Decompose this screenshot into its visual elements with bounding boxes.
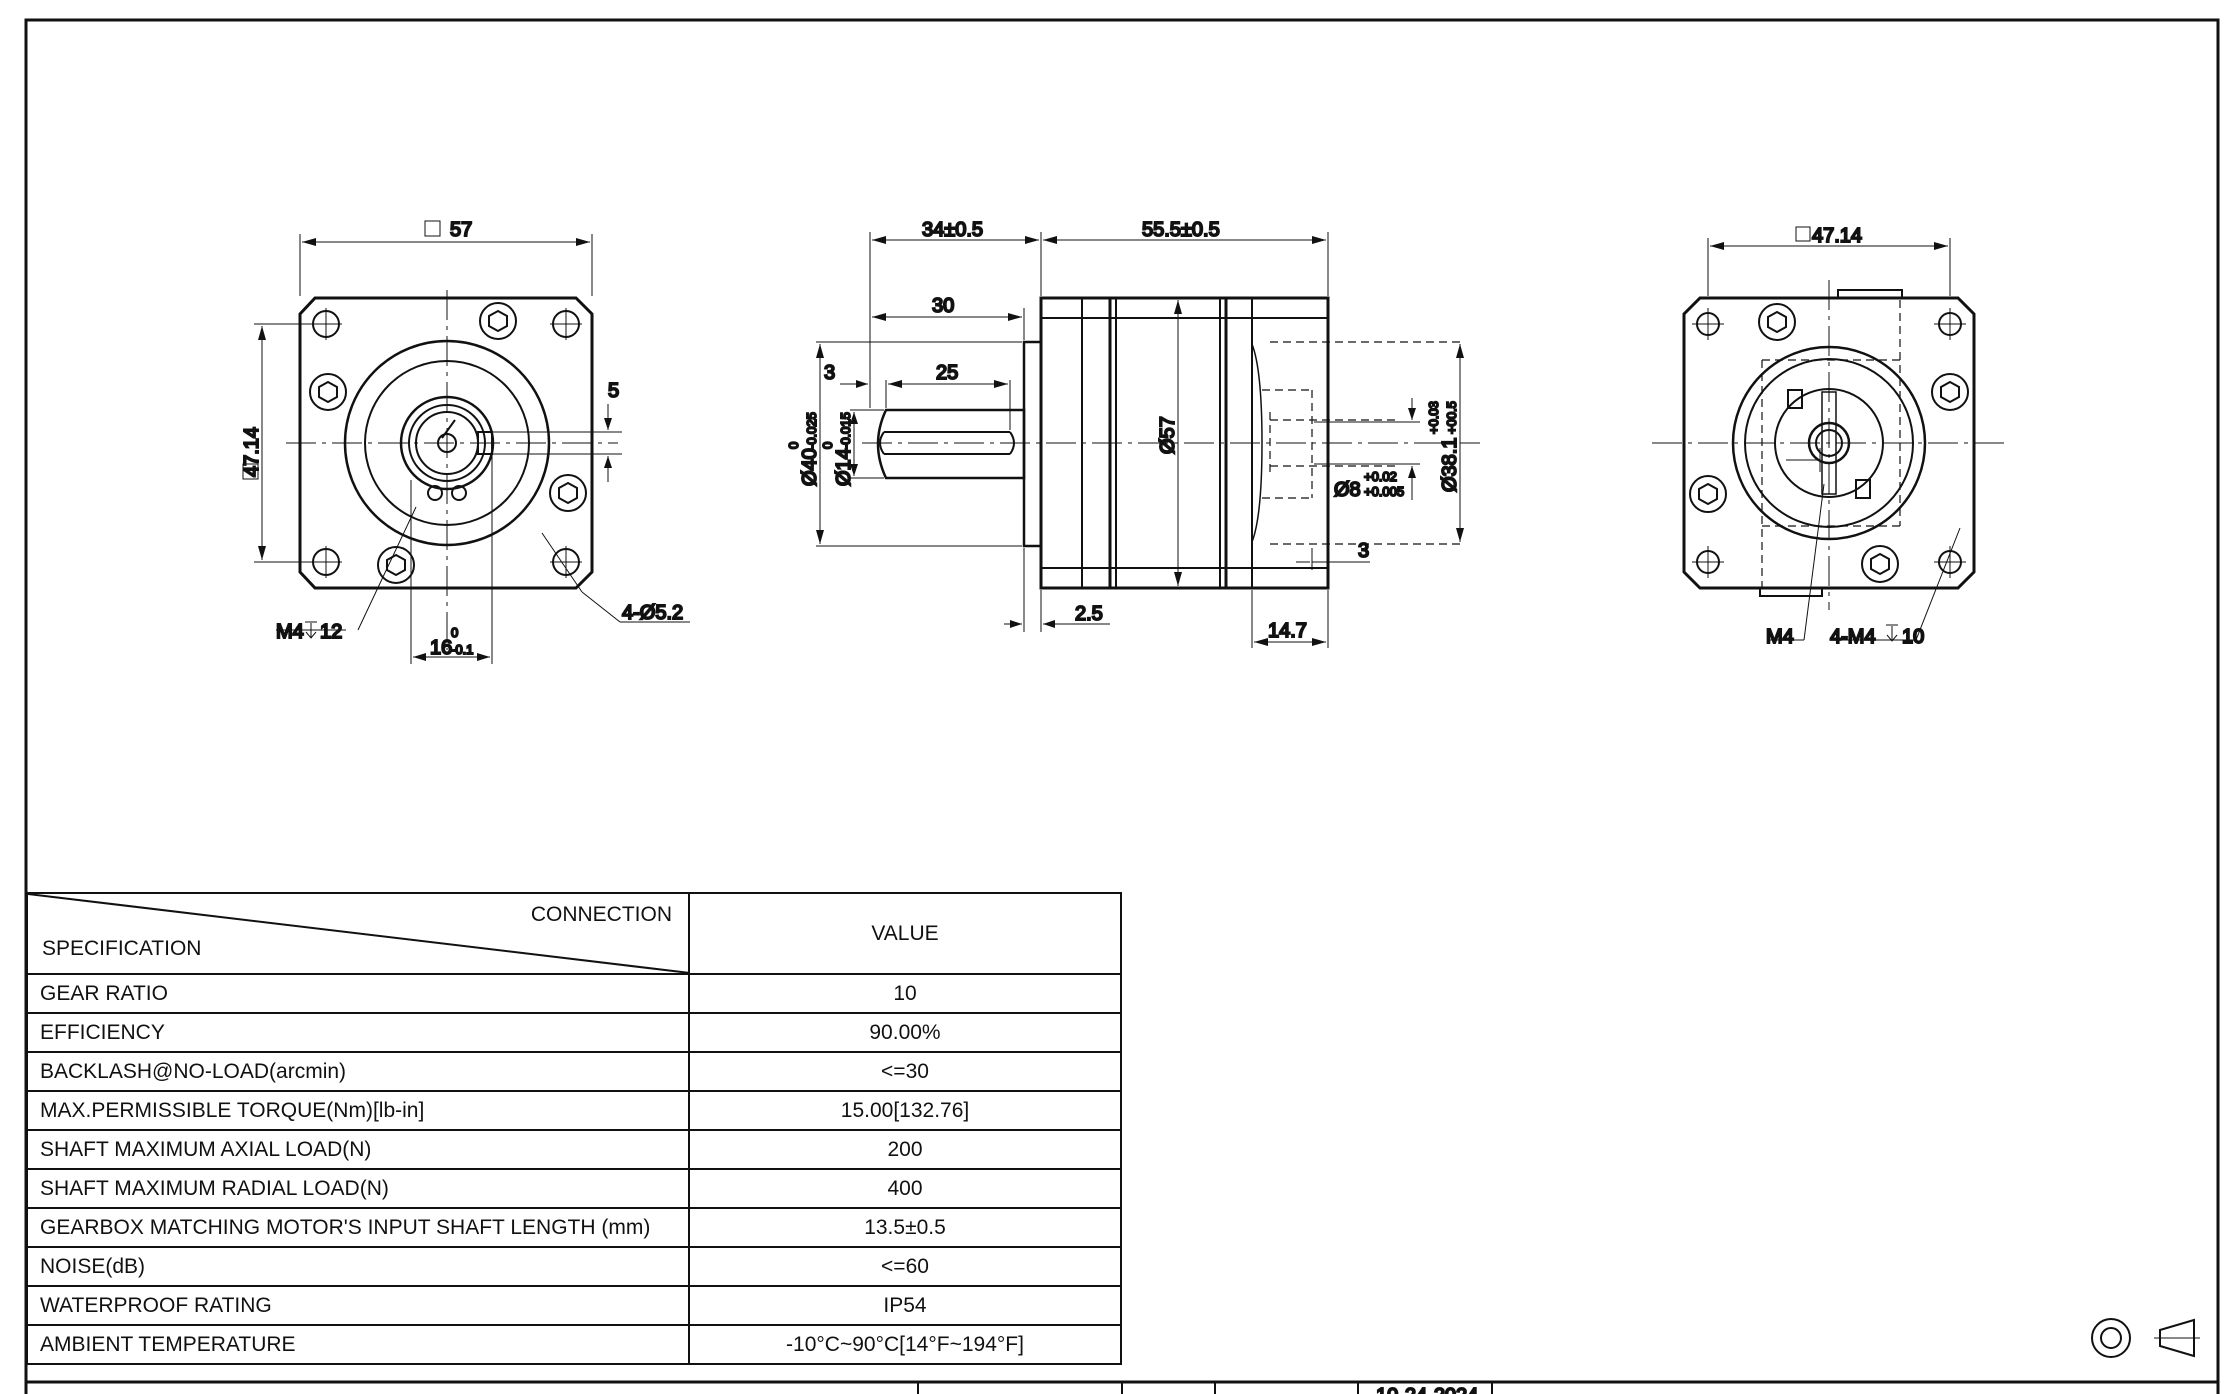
spec-label: SHAFT MAXIMUM AXIAL LOAD(N) [26, 1129, 690, 1170]
spec-value: 90.00% [688, 1012, 1122, 1053]
front-callout-holes: 4-Ø5.2 [622, 602, 683, 624]
header-diagonal [28, 894, 690, 973]
front-view: 57 47.14 5 16 0 -0.1 M4 12 4-Ø5.2 [240, 218, 690, 664]
side-len-left: 34±0.5 [922, 219, 983, 241]
spec-label: AMBIENT TEMPERATURE [26, 1324, 690, 1365]
side-shaft-len: 30 [932, 295, 954, 317]
rear-callout-depth: 10 [1902, 626, 1924, 648]
spec-table: CONNECTION SPECIFICATION VALUE GEAR RATI… [26, 892, 1122, 1365]
spec-value: -10°C~90°C[14°F~194°F] [688, 1324, 1122, 1365]
side-shaft-dia: Ø14 [833, 448, 855, 486]
side-pilot-tol-lower: -0.025 [804, 412, 819, 449]
table-row: AMBIENT TEMPERATURE-10°C~90°C[14°F~194°F… [26, 1324, 1122, 1365]
header-connection: CONNECTION [530, 903, 672, 926]
side-flange-thk: 2.5 [1075, 603, 1103, 625]
spec-header-cell: CONNECTION SPECIFICATION [26, 892, 690, 975]
spec-label: BACKLASH@NO-LOAD(arcmin) [26, 1051, 690, 1092]
front-dim-right: 5 [608, 380, 619, 402]
rear-view: 47.14 M4 4-M4 10 [1652, 224, 2008, 649]
front-square-top: 57 [450, 219, 472, 241]
side-motor-pilot-tol-lower: +00.5 [1444, 401, 1459, 434]
spec-value: <=60 [688, 1246, 1122, 1287]
side-bore-tol-lower: +0.005 [1364, 484, 1404, 499]
table-row: NOISE(dB)<=60 [26, 1246, 1122, 1287]
rear-callout-holes: 4-M4 [1830, 626, 1876, 648]
side-bore-depth: 3 [1358, 540, 1369, 562]
side-key-offset: 3 [824, 362, 835, 384]
side-bore-dia: Ø8 [1334, 479, 1361, 501]
spec-label: WATERPROOF RATING [26, 1285, 690, 1326]
rear-square-top: 47.14 [1812, 225, 1862, 247]
table-row: GEARBOX MATCHING MOTOR'S INPUT SHAFT LEN… [26, 1207, 1122, 1248]
spec-value: 400 [688, 1168, 1122, 1209]
spec-label: EFFICIENCY [26, 1012, 690, 1053]
side-key-len: 25 [936, 362, 958, 384]
spec-value: 200 [688, 1129, 1122, 1170]
side-len-right: 55.5±0.5 [1142, 219, 1220, 241]
front-key-tol-upper: 0 [451, 625, 458, 640]
spec-value: 13.5±0.5 [688, 1207, 1122, 1248]
spec-table-header: CONNECTION SPECIFICATION VALUE [26, 892, 1122, 975]
side-pilot-tol-upper: 0 [786, 442, 801, 449]
side-adapter-len: 14.7 [1268, 620, 1307, 642]
side-shaft-tol-lower: -0.015 [838, 412, 853, 449]
spec-label: GEAR RATIO [26, 973, 690, 1014]
spec-value: 10 [688, 973, 1122, 1014]
projection-symbol-icon [2091, 1318, 2200, 1358]
front-key-width: 16 [430, 637, 452, 659]
side-motor-pilot-tol-upper: +0.03 [1426, 401, 1441, 434]
front-key-tol-lower: -0.1 [451, 642, 473, 657]
spec-value: IP54 [688, 1285, 1122, 1326]
side-bore-tol-upper: +0.02 [1364, 469, 1397, 484]
spec-label: MAX.PERMISSIBLE TORQUE(Nm)[lb-in] [26, 1090, 690, 1131]
front-square-left: 47.14 [241, 427, 263, 477]
table-row: BACKLASH@NO-LOAD(arcmin)<=30 [26, 1051, 1122, 1092]
spec-label: GEARBOX MATCHING MOTOR'S INPUT SHAFT LEN… [26, 1207, 690, 1248]
front-callout-tap: M4 [276, 621, 304, 643]
spec-label: NOISE(dB) [26, 1246, 690, 1287]
front-callout-tap-depth: 12 [320, 621, 342, 643]
spec-value: <=30 [688, 1051, 1122, 1092]
spec-label: SHAFT MAXIMUM RADIAL LOAD(N) [26, 1168, 690, 1209]
header-value: VALUE [688, 892, 1122, 975]
table-row: SHAFT MAXIMUM AXIAL LOAD(N)200 [26, 1129, 1122, 1170]
side-pilot-dia: Ø40 [799, 448, 821, 486]
sheet-border [24, 18, 2220, 1394]
side-body-dia: Ø57 [1157, 416, 1179, 454]
table-row: SHAFT MAXIMUM RADIAL LOAD(N)400 [26, 1168, 1122, 1209]
table-row: MAX.PERMISSIBLE TORQUE(Nm)[lb-in]15.00[1… [26, 1090, 1122, 1131]
title-block: 10-24-2024 [26, 1380, 2218, 1394]
rear-callout-m4: M4 [1766, 626, 1794, 648]
header-specification: SPECIFICATION [42, 937, 202, 960]
side-view: 34±0.5 55.5±0.5 30 25 3 Ø40 0 -0.025 Ø14… [785, 218, 1480, 648]
title-block-date: 10-24-2024 [1376, 1385, 1478, 1394]
side-shaft-tol-upper: 0 [820, 442, 835, 449]
spec-value: 15.00[132.76] [688, 1090, 1122, 1131]
side-motor-pilot-dia: Ø38.1 [1439, 438, 1461, 492]
